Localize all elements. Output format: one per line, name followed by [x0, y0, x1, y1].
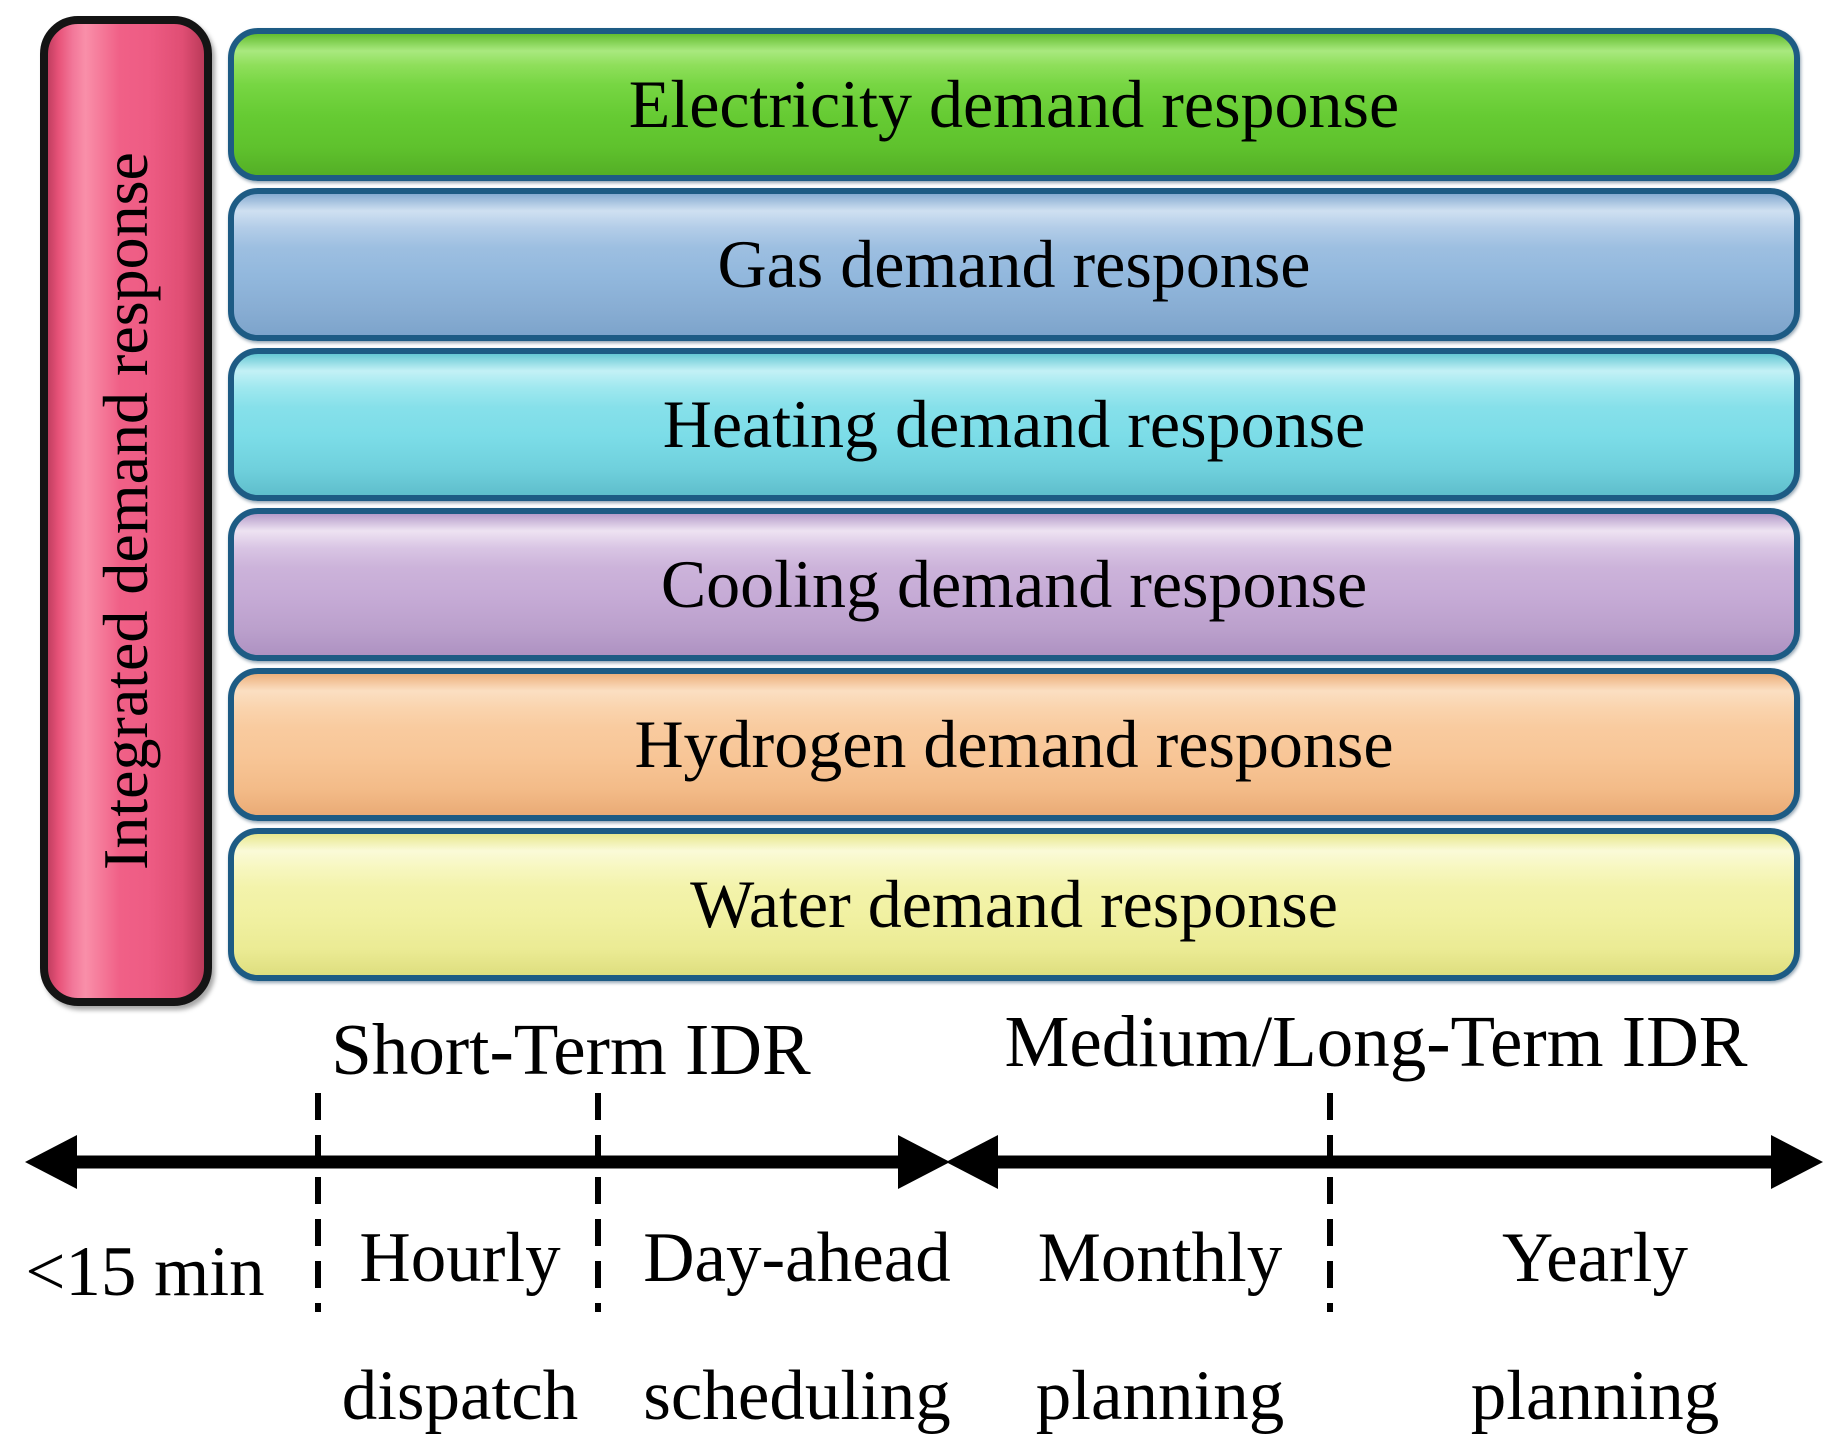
bar-water-demand-response: Water demand response — [228, 828, 1800, 981]
interval-sublabel-dispatch: dispatch — [341, 1357, 579, 1435]
arrowhead-right-icon — [1771, 1135, 1823, 1189]
bar-cooling-label: Cooling demand response — [660, 546, 1368, 622]
arrowhead-left-icon — [25, 1135, 77, 1189]
interval-label-hourly: Hourly — [359, 1219, 561, 1297]
interval-label-monthly: Monthly — [1037, 1219, 1283, 1297]
bar-gas-demand-response: Gas demand response — [228, 188, 1800, 341]
bar-heating-label: Heating demand response — [662, 386, 1366, 462]
medium-long-term-arrow — [946, 1135, 1823, 1189]
interval-sublabel-scheduling: scheduling — [643, 1357, 951, 1435]
bar-heating-demand-response: Heating demand response — [228, 348, 1800, 501]
bar-water-label: Water demand response — [690, 866, 1338, 942]
section-title-short-term-idr: Short-Term IDR — [331, 1009, 811, 1090]
arrowhead-left-icon — [946, 1135, 998, 1189]
interval-label-yearly: Yearly — [1501, 1219, 1689, 1297]
bar-hydrogen-demand-response: Hydrogen demand response — [228, 668, 1800, 821]
bar-electricity-demand-response: Electricity demand response — [228, 28, 1800, 181]
bar-gas-label: Gas demand response — [717, 226, 1311, 302]
short-term-arrow — [25, 1135, 950, 1189]
bar-electricity-label: Electricity demand response — [628, 66, 1400, 142]
integrated-demand-response-pill: Integrated demand response — [40, 16, 212, 1006]
section-title-medium-long-term-idr: Medium/Long-Term IDR — [1004, 1001, 1748, 1082]
interval-label-day-ahead: Day-ahead — [643, 1219, 951, 1297]
interval-sublabel-monthly-planning: planning — [1035, 1357, 1285, 1435]
interval-sublabel-yearly-planning: planning — [1470, 1357, 1720, 1435]
interval-label-15min: <15 min — [25, 1233, 265, 1311]
bar-cooling-demand-response: Cooling demand response — [228, 508, 1800, 661]
bar-hydrogen-label: Hydrogen demand response — [634, 706, 1394, 782]
arrowhead-right-icon — [898, 1135, 950, 1189]
